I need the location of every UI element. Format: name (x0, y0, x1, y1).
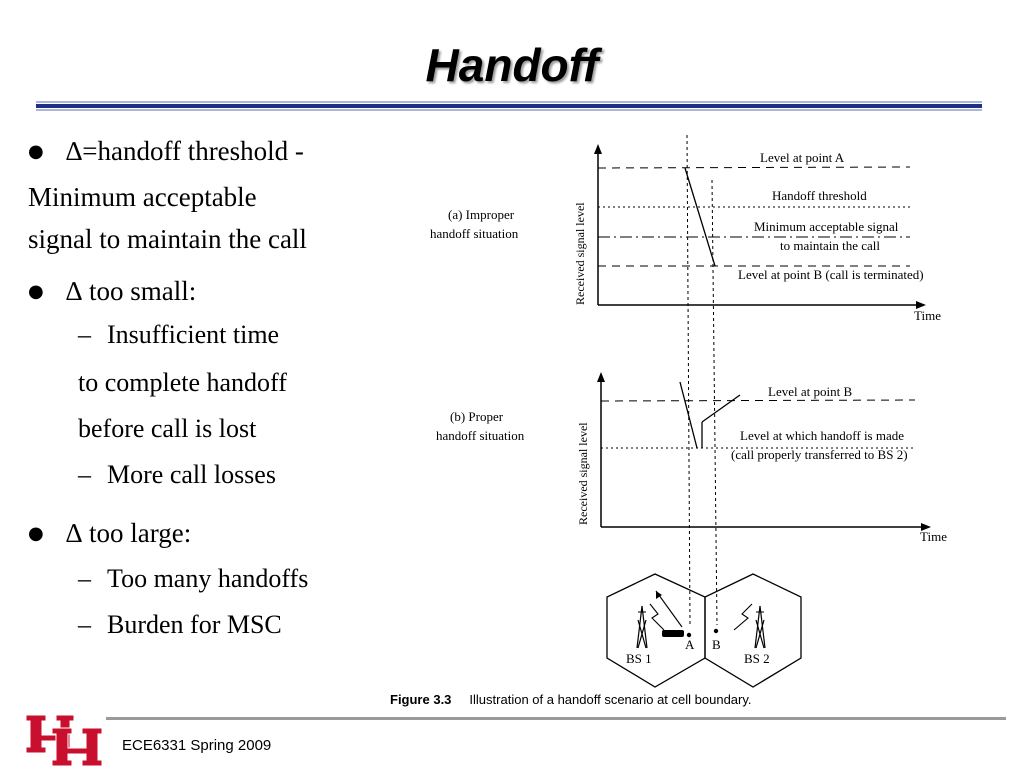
slide-title: Handoff (425, 39, 599, 91)
arrow-up-icon (594, 144, 602, 154)
dash-icon: – (78, 320, 91, 349)
panel-b-x-label: Time (920, 529, 947, 544)
sub-bullet-item: –Burden for MSC (78, 610, 282, 640)
cell-bs1 (606, 573, 706, 688)
level-a-line (597, 166, 911, 169)
panel-a: (a) Improper handoff situation Received … (430, 144, 941, 323)
level-b-text: Level at point B (768, 384, 852, 399)
panel-a-y-label: Received signal level (573, 202, 587, 305)
panel-b-label-1: (b) Proper (450, 409, 504, 424)
bullet-list: ● ∆=handoff threshold - Minimum acceptabl… (28, 132, 373, 652)
bullet-text: Insufficient time (107, 320, 280, 349)
level-b-terminated-text: Level at point B (call is terminated) (738, 267, 924, 282)
bs2-signal-line (701, 394, 741, 423)
panel-b: (b) Proper handoff situation Received si… (436, 372, 947, 544)
bullet-dot-icon: ● (28, 281, 44, 302)
point-a-dot (686, 632, 692, 638)
sub-bullet-item: –Too many handoffs (78, 564, 308, 594)
cell-bs2 (704, 573, 802, 688)
caption-label: Figure 3.3 (390, 692, 452, 707)
bullet-text: More call losses (107, 460, 276, 489)
panel-a-x-label: Time (914, 308, 941, 323)
cell-diagram: A B BS 1 BS 2 (606, 573, 802, 688)
guide-line-a (686, 134, 691, 626)
dash-icon: – (78, 460, 91, 489)
panel-a-label-1: (a) Improper (448, 207, 515, 222)
bullet-item: ● ∆ too large: (28, 518, 191, 549)
point-b-dot (713, 628, 719, 634)
bullet-text: Minimum acceptable (28, 182, 257, 212)
link-arrow-icon (655, 590, 683, 628)
bullet-dot-icon: ● (28, 523, 44, 544)
arrow-right-icon (921, 523, 931, 531)
bs1-signal-line (679, 381, 698, 449)
bullet-text: signal to maintain the call (28, 224, 307, 254)
level-b-line (600, 399, 916, 402)
point-b-label: B (712, 637, 721, 652)
panel-b-y-label: Received signal level (576, 422, 590, 525)
min-signal-text-1: Minimum acceptable signal (754, 219, 899, 234)
caption-text: Illustration of a handoff scenario at ce… (469, 692, 752, 707)
handoff-made-text-1: Level at which handoff is made (740, 428, 904, 443)
panel-b-label-2: handoff situation (436, 428, 525, 443)
footer-rule (106, 717, 1006, 720)
tower-bs2-icon (754, 605, 766, 649)
bs1-label: BS 1 (626, 651, 652, 666)
radio-link-bs1-icon (649, 603, 665, 631)
radio-link-bs2-icon (733, 603, 753, 631)
arrow-right-icon (916, 301, 926, 309)
point-a-label: A (685, 637, 695, 652)
bullet-text: ∆ too large: (65, 518, 192, 548)
bullet-continuation: Minimum acceptable (28, 182, 257, 213)
bullet-text: ∆ too small: (65, 276, 197, 306)
arrow-up-icon (597, 372, 605, 382)
sub-bullet-item: –More call losses (78, 460, 276, 490)
bullet-continuation: signal to maintain the call (28, 224, 307, 255)
guide-line-b (711, 179, 718, 626)
bullet-item: ● ∆=handoff threshold - (28, 136, 304, 167)
bullet-dot-icon: ● (28, 141, 44, 162)
bullet-item: ● ∆ too small: (28, 276, 196, 307)
bullet-text: Too many handoffs (107, 564, 309, 593)
level-a-text: Level at point A (760, 150, 845, 165)
sub-bullet-continuation: to complete handoff (78, 368, 287, 398)
bullet-text: before call is lost (78, 414, 257, 443)
handoff-figure: (a) Improper handoff situation Received … (420, 130, 1020, 720)
dash-icon: – (78, 610, 91, 639)
sub-bullet-continuation: before call is lost (78, 414, 256, 444)
uh-logo-icon (25, 714, 103, 767)
title-underline (36, 101, 982, 111)
arrow-head-icon (656, 591, 662, 599)
min-signal-text-2: to maintain the call (780, 238, 880, 253)
tower-bs1-icon (636, 605, 648, 649)
bs2-label: BS 2 (744, 651, 770, 666)
handoff-made-text-2: (call properly transferred to BS 2) (731, 447, 908, 462)
car-icon (662, 630, 684, 637)
bullet-text: ∆=handoff threshold - (65, 136, 304, 166)
footer-text: ECE6331 Spring 2009 (122, 737, 272, 754)
figure-caption: Figure 3.3 Illustration of a handoff scen… (390, 692, 752, 707)
bullet-text: Burden for MSC (107, 610, 282, 639)
bullet-text: to complete handoff (78, 368, 287, 397)
dash-icon: – (78, 564, 91, 593)
sub-bullet-item: –Insufficient time (78, 320, 279, 350)
handoff-threshold-text: Handoff threshold (772, 188, 867, 203)
panel-a-label-2: handoff situation (430, 226, 519, 241)
signal-decay-line (684, 167, 716, 267)
